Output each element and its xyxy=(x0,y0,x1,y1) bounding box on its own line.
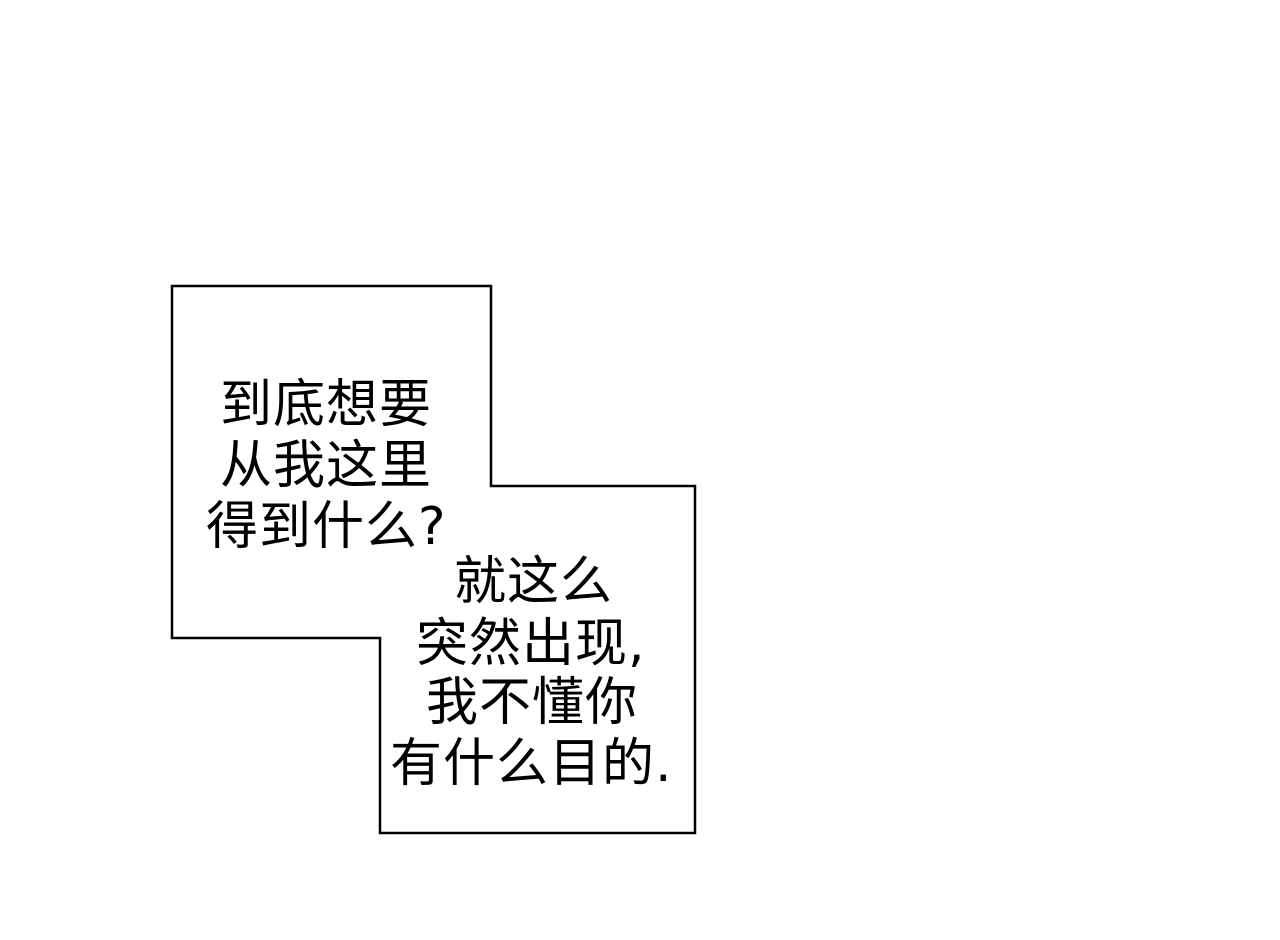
dialogue-line: 就这么 xyxy=(454,552,614,612)
dialogue-line: 得到什么? xyxy=(206,497,447,557)
dialogue-line: 我不懂你 xyxy=(426,673,639,733)
speech-box-shape xyxy=(170,284,697,835)
dialogue-line: 突然出现, xyxy=(416,614,646,674)
dialogue-line: 有什么目的. xyxy=(390,734,673,794)
dialogue-line: 到底想要 xyxy=(220,375,433,435)
dialogue-line: 从我这里 xyxy=(220,436,433,496)
